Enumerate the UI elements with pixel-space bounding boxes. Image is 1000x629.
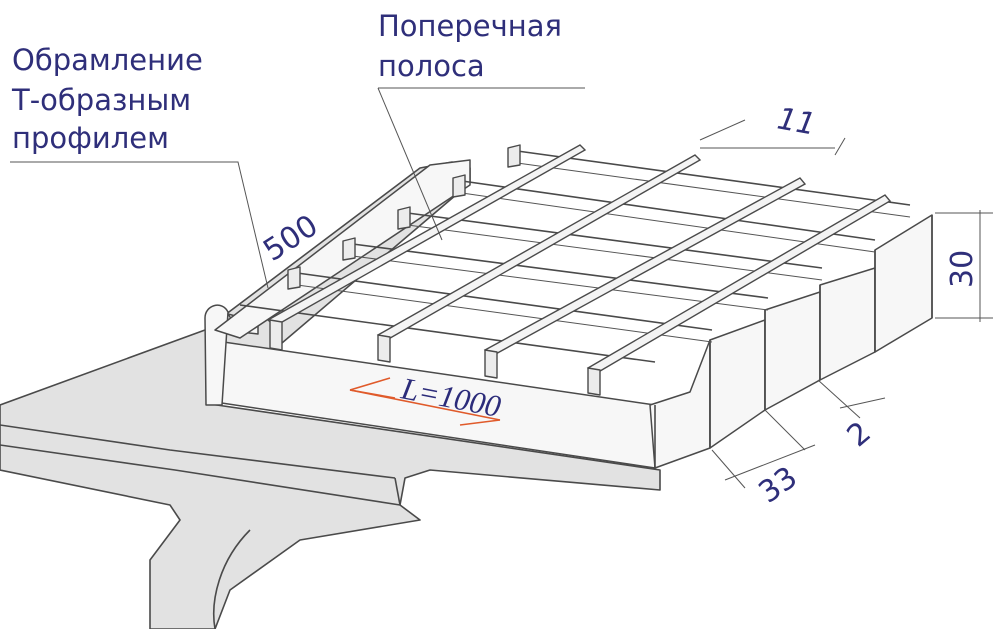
cross-bar-label-line1: Поперечная — [378, 9, 562, 43]
frame-profile-label-line3: профилем — [12, 121, 169, 155]
frame-profile-label-line1: Обрамление — [12, 43, 203, 77]
dim-thickness-label: 2 — [841, 415, 878, 454]
length-arrow — [349, 377, 501, 426]
cross-bar-label-line2: полоса — [378, 49, 485, 83]
bearing-bars — [649, 214, 933, 469]
dim-cross-pitch-label: 11 — [775, 101, 819, 142]
cross-bars — [266, 144, 892, 396]
bar-stubs — [287, 144, 521, 290]
dim-height-label: 30 — [945, 250, 980, 288]
frame-profile-label-line2: Т-образным — [11, 83, 191, 117]
dimension-lines — [699, 119, 993, 489]
dim-bearing-pitch-label: 33 — [753, 460, 804, 511]
callout-leaders — [10, 87, 585, 289]
